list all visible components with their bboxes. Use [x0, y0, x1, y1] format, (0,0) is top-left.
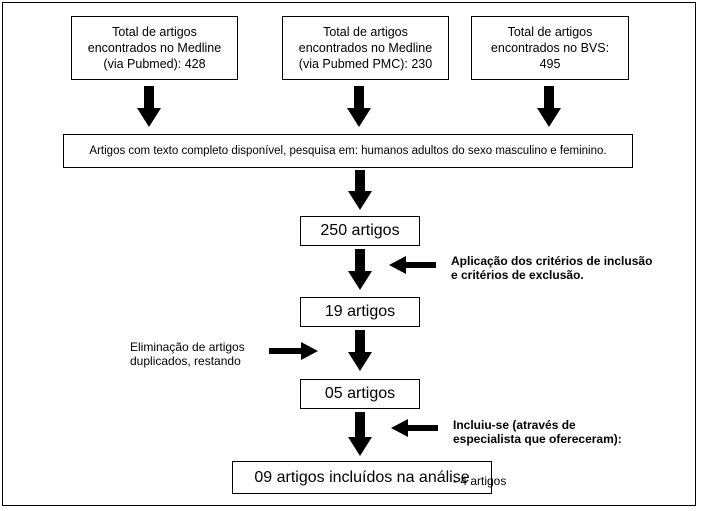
left-arrow-criteria	[389, 256, 436, 274]
source-box-medline-pmc: Total de artigos encontrados no Medline …	[282, 16, 449, 80]
down-arrow-3	[537, 86, 561, 127]
specialist-note-bold: Incluiu-se (através de especialista que …	[453, 418, 622, 446]
filter-text: Artigos com texto completo disponível, p…	[89, 145, 607, 157]
specialist-note: Incluiu-se (através de especialista que …	[453, 404, 683, 488]
left-arrow-specialist	[391, 419, 438, 437]
down-arrow-7	[348, 412, 372, 456]
down-arrow-2	[347, 86, 371, 127]
diagram-frame	[2, 2, 696, 506]
final-box: 09 artigos incluídos na análise	[232, 461, 492, 494]
down-arrow-5	[348, 249, 372, 290]
step-text: 250 artigos	[320, 222, 400, 239]
source-text: Total de artigos encontrados no Medline …	[87, 25, 222, 71]
source-box-bvs: Total de artigos encontrados no BVS: 495	[471, 16, 629, 80]
specialist-note-count: - 4 artigos	[453, 474, 507, 488]
step-text: 05 artigos	[324, 385, 396, 402]
step-box-250: 250 artigos	[300, 216, 420, 246]
step-box-05: 05 artigos	[300, 379, 420, 409]
source-box-medline-pubmed: Total de artigos encontrados no Medline …	[71, 16, 238, 80]
step-text: 19 artigos	[324, 303, 396, 320]
filter-box: Artigos com texto completo disponível, p…	[63, 134, 633, 168]
down-arrow-4	[348, 170, 372, 210]
source-text: Total de artigos encontrados no Medline …	[298, 25, 433, 71]
final-text: 09 artigos incluídos na análise	[254, 468, 470, 486]
down-arrow-1	[137, 86, 161, 127]
step-box-19: 19 artigos	[300, 297, 420, 327]
down-arrow-6	[348, 330, 372, 371]
duplicates-note: Eliminação de artigos duplicados, restan…	[130, 340, 245, 368]
right-arrow-duplicates	[269, 342, 318, 360]
criteria-note: Aplicação dos critérios de inclusão e cr…	[451, 254, 653, 282]
source-text: Total de artigos encontrados no BVS: 495	[490, 25, 610, 71]
